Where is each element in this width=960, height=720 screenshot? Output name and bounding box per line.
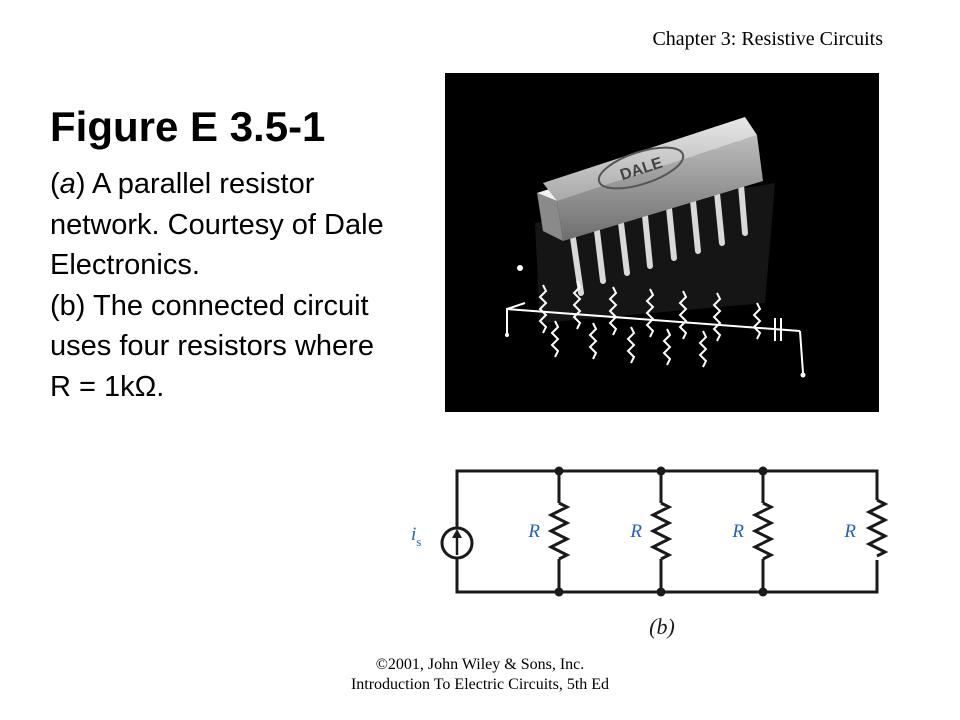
figure-caption: (a) A parallel resistor network. Courtes… [50,164,390,407]
resistor-label-2: R [629,521,642,542]
circuit-trace-pattern [506,280,804,374]
resistor-label-4: R [843,521,856,542]
photo-illustration: DALE [505,117,806,378]
resistor-label-1: R [527,521,540,542]
footer-copyright: ©2001, John Wiley & Sons, Inc. [375,656,585,673]
figure-title: Figure E 3.5-1 [50,103,326,150]
chapter-header: Chapter 3: Resistive Circuits [652,28,883,50]
caption-part-a: (a) A parallel resistor network. Courtes… [50,168,384,281]
parallel-circuit-schematic: is R R R R (b) [411,466,889,639]
resistor-2 [649,501,673,561]
source-subscript: s [416,534,421,549]
caption-a-label: a [59,168,76,200]
resistor-network-photo: DALE [445,73,879,412]
resistor-3 [751,501,775,561]
source-label: is [411,524,421,549]
caption-part-b: (b) The connected circuit uses four resi… [50,289,374,403]
circuit-trace-dots [505,265,806,378]
footer-book-title: Introduction To Electric Circuits, 5th E… [350,676,610,693]
current-source-symbol [440,526,474,560]
slide-footer: ©2001, John Wiley & Sons, Inc. Introduct… [0,655,960,695]
chip-body: DALE [537,117,763,241]
resistor-label-3: R [731,521,744,542]
resistor-1 [547,501,571,561]
junction-dots [554,466,768,597]
caption-a-text: A parallel resistor network. Courtesy of… [50,168,384,281]
source-symbol: i [411,524,416,545]
subfigure-label: (b) [649,614,675,639]
resistor-4 [865,498,889,558]
